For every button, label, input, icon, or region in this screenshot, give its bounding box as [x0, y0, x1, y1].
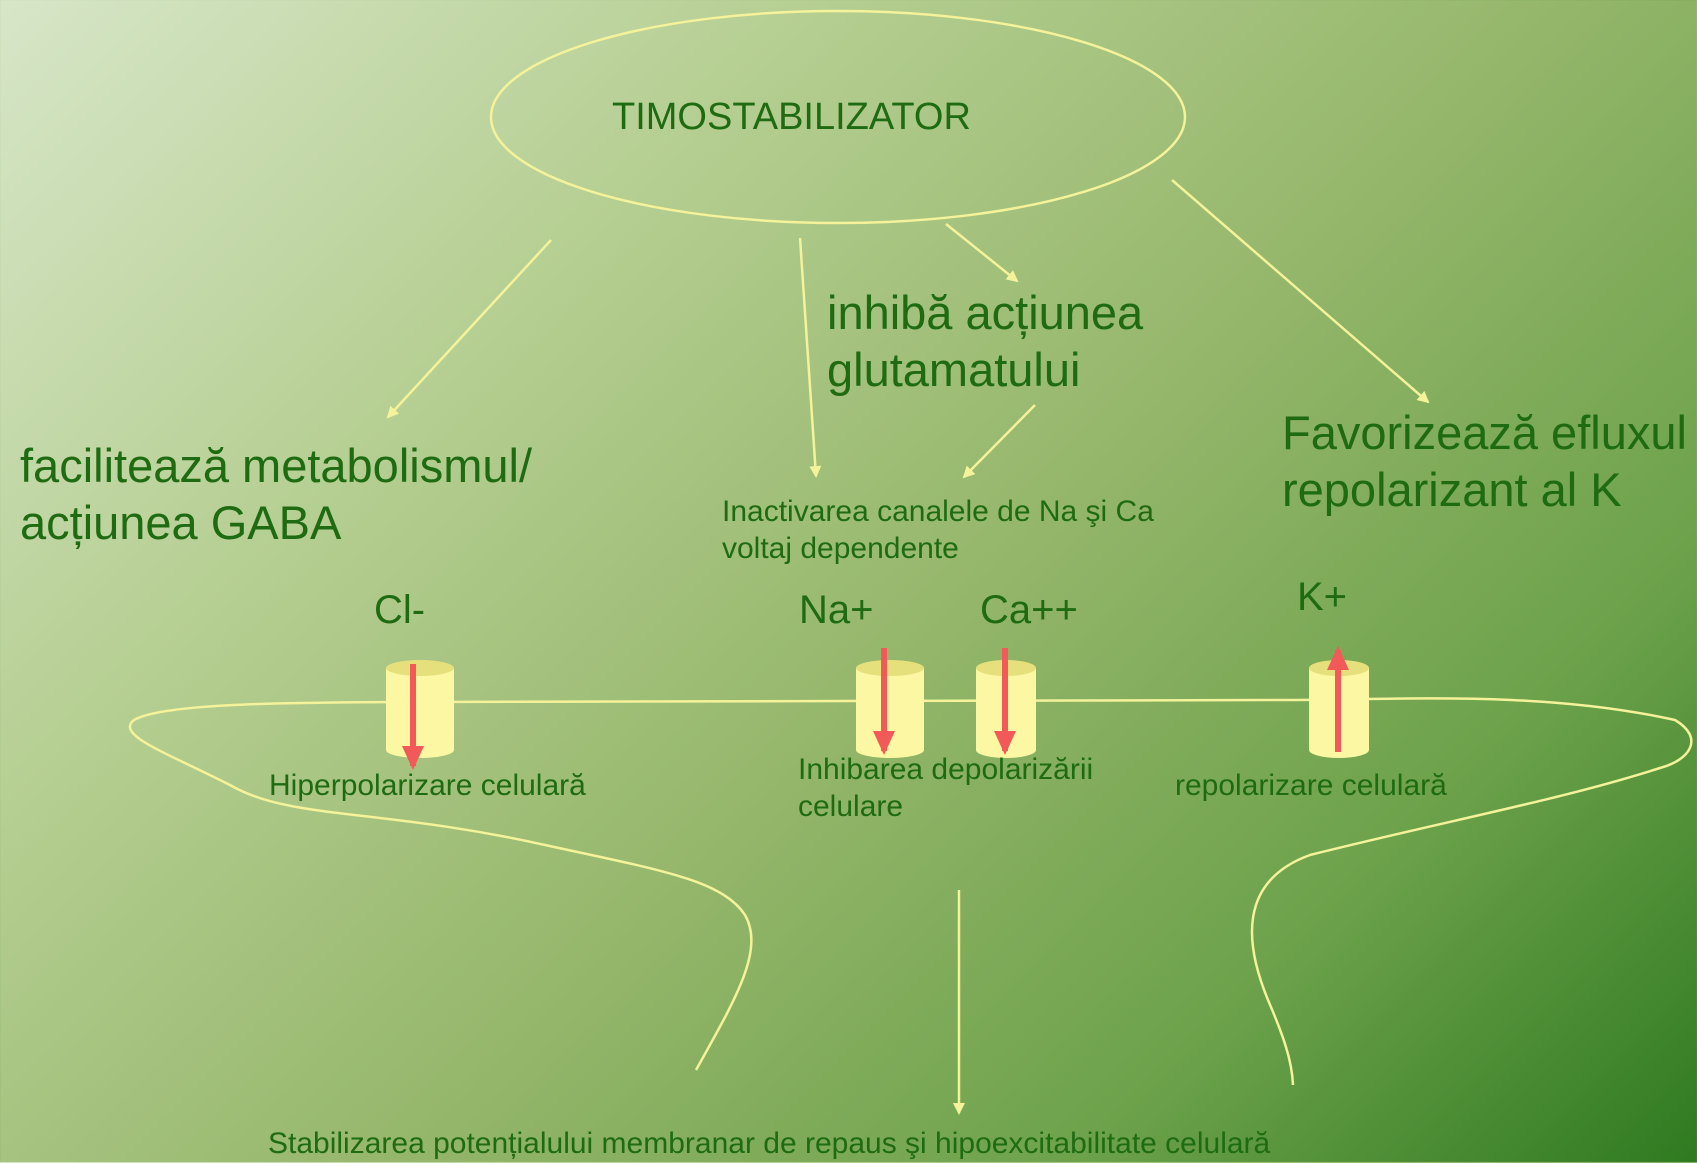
- center-node-label: TIMOSTABILIZATOR: [612, 94, 971, 140]
- channels-note-line1: Inactivarea canalele de Na şi Ca: [722, 494, 1154, 531]
- potassium-branch-label: Favorizează efluxul repolarizant al K: [1282, 404, 1687, 519]
- arrow-to-glutamate: [946, 224, 1017, 281]
- effect-sodium-calcium-label: Inhibarea depolarizării celulare: [798, 752, 1093, 825]
- effect-potassium-label: repolarizare celulară: [1175, 768, 1447, 805]
- arrow-to-channels: [800, 238, 816, 476]
- glutamate-branch-line1: inhibă acțiunea: [827, 284, 1143, 341]
- channel-potassium: [1309, 650, 1369, 758]
- channel-sodium: [856, 648, 924, 758]
- ion-label-potassium: K+: [1297, 573, 1347, 622]
- channels-note-line2: voltaj dependente: [722, 531, 1154, 568]
- effect-sodium-calcium-line1: Inhibarea depolarizării: [798, 752, 1093, 789]
- channel-chloride: [386, 660, 454, 766]
- ion-label-sodium: Na+: [799, 586, 874, 635]
- arrow-to-potassium: [1172, 180, 1428, 402]
- potassium-branch-line2: repolarizant al K: [1282, 461, 1687, 518]
- effect-sodium-calcium-line2: celulare: [798, 789, 1093, 826]
- ion-label-calcium: Ca++: [980, 586, 1078, 635]
- potassium-branch-line1: Favorizează efluxul: [1282, 404, 1687, 461]
- effect-chloride-label: Hiperpolarizare celulară: [269, 768, 586, 805]
- channels-note: Inactivarea canalele de Na şi Ca voltaj …: [722, 494, 1154, 567]
- ion-label-chloride: Cl-: [374, 586, 425, 635]
- gaba-branch-label: facilitează metabolismul/ acțiunea GABA: [20, 437, 532, 552]
- arrow-to-gaba: [388, 240, 551, 417]
- glutamate-branch-line2: glutamatului: [827, 341, 1143, 398]
- conclusion-label: Stabilizarea potențialului membranar de …: [268, 1126, 1270, 1163]
- arrow-glutamate-to-channels: [964, 405, 1035, 477]
- gaba-branch-line2: acțiunea GABA: [20, 494, 532, 551]
- gaba-branch-line1: facilitează metabolismul/: [20, 437, 532, 494]
- glutamate-branch-label: inhibă acțiunea glutamatului: [827, 284, 1143, 399]
- channel-calcium: [976, 648, 1036, 758]
